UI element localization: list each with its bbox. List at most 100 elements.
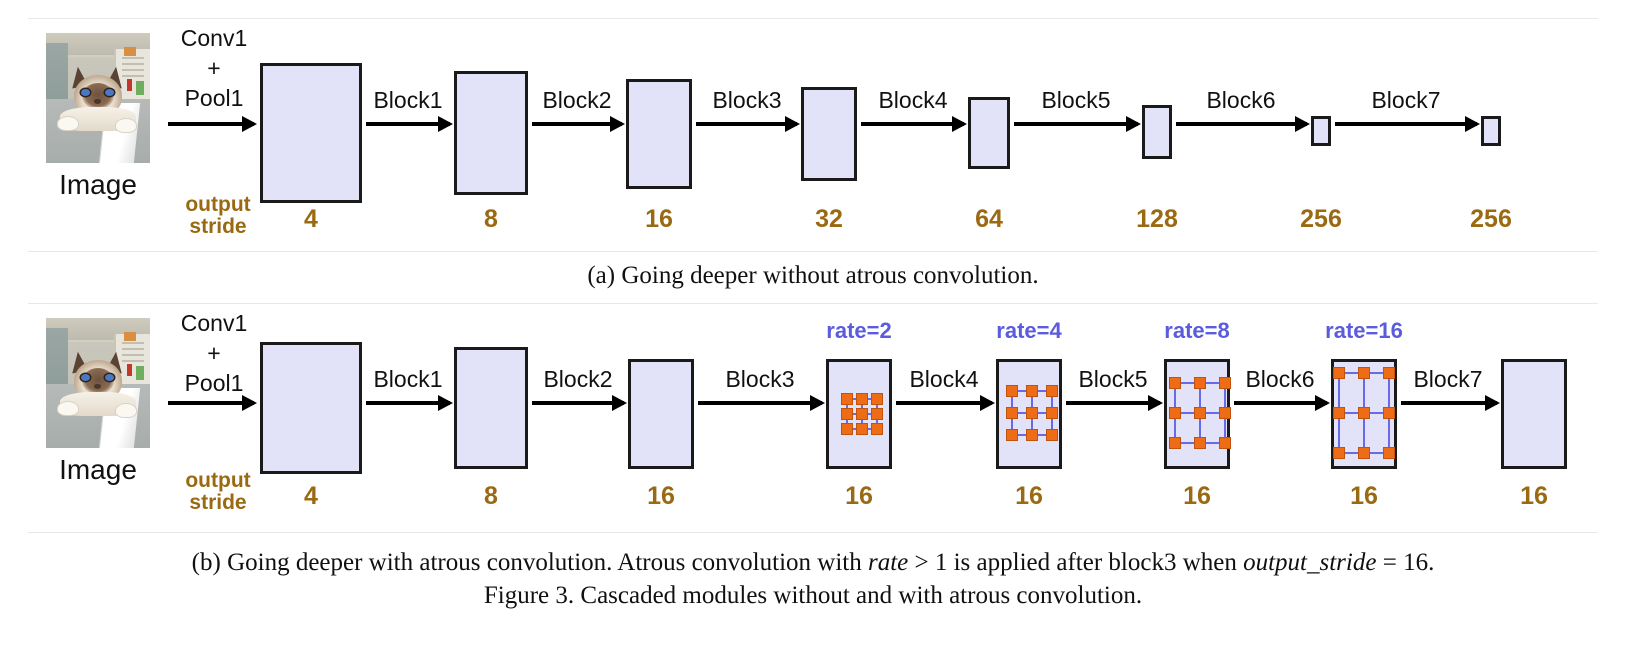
arrow-label-b-block5: Block5 [1078, 366, 1148, 392]
plus-label-a: + [207, 55, 221, 81]
stride-b-1: 4 [304, 482, 318, 510]
image-label-a: Image [59, 169, 137, 200]
arrow-b-1 [366, 401, 450, 405]
arrow-label-b-block4: Block4 [909, 366, 979, 392]
output-stride-line2-b: stride [189, 491, 247, 515]
panel-a-stage: Image Conv1 + Pool1 output stride [28, 19, 1598, 251]
arrow-b-6 [1234, 401, 1327, 405]
panel-a-going-deeper-without-atrous: Image Conv1 + Pool1 output stride [28, 18, 1598, 252]
caption-b-eq: = [1376, 549, 1404, 576]
atrous-kernel-rate2 [842, 394, 882, 434]
stride-a-1: 4 [304, 205, 318, 233]
arrow-label-a-block6: Block6 [1206, 87, 1276, 113]
caption-b-gt: > [908, 549, 935, 576]
stride-b-7: 16 [1350, 482, 1378, 510]
input-image-thumbnail-a [46, 33, 150, 163]
pool1-label-b: Pool1 [184, 370, 244, 396]
rate-label-16: rate=16 [1325, 318, 1403, 343]
feature-box-a-7 [1311, 116, 1331, 146]
output-stride-line1-b: output [185, 469, 251, 492]
stride-a-5: 64 [975, 205, 1003, 233]
conv1-label-b: Conv1 [180, 310, 248, 336]
stride-b-6: 16 [1183, 482, 1211, 510]
arrow-stem-a [168, 122, 254, 126]
arrow-label-a-block3: Block3 [712, 87, 782, 113]
arrow-b-5 [1066, 401, 1160, 405]
image-label-b: Image [59, 454, 137, 485]
arrow-label-b-block2: Block2 [543, 366, 613, 392]
caption-b-period: . [1428, 549, 1435, 576]
stride-a-6: 128 [1136, 205, 1178, 233]
feature-box-a-8 [1481, 116, 1501, 146]
figure-caption: Figure 3. Cascaded modules without and w… [483, 582, 1143, 609]
pool1-label-a: Pool1 [184, 85, 244, 111]
rate-label-4: rate=4 [996, 318, 1062, 343]
stride-b-3: 16 [647, 482, 675, 510]
caption-b: (b) Going deeper with atrous convolution… [0, 549, 1626, 577]
output-stride-line1-a: output [185, 193, 251, 216]
arrow-label-a-block1: Block1 [373, 87, 443, 113]
feature-box-b-5 [996, 359, 1062, 469]
arrow-b-2 [532, 401, 624, 405]
atrous-kernel-rate8 [1170, 378, 1230, 450]
feature-box-b-1 [260, 342, 362, 474]
rate-label-8: rate=8 [1164, 318, 1230, 343]
arrow-a-1 [366, 122, 450, 126]
arrow-b-4 [896, 401, 992, 405]
caption-b-rate-math: rate [867, 549, 909, 576]
arrow-b-7 [1401, 401, 1497, 405]
stride-b-2: 8 [484, 482, 498, 510]
caption-b-output-stride-math: output_stride [1243, 549, 1377, 576]
caption-b-prefix: (b) Going deeper with atrous convolution… [191, 549, 868, 576]
feature-box-a-2 [454, 71, 528, 195]
stride-a-7: 256 [1300, 205, 1342, 233]
input-image-thumbnail-b [46, 318, 150, 448]
rate-label-2: rate=2 [826, 318, 892, 343]
atrous-kernel-rate4 [1007, 386, 1057, 442]
arrow-a-6 [1176, 122, 1307, 126]
output-stride-line2-a: stride [189, 215, 247, 239]
feature-box-b-8 [1501, 359, 1567, 469]
arrow-label-b-block6: Block6 [1245, 366, 1315, 392]
panel-b-going-deeper-with-atrous: Image Conv1 + Pool1 output stride [28, 303, 1598, 533]
stride-a-8: 256 [1470, 205, 1512, 233]
feature-box-a-6 [1142, 105, 1172, 159]
plus-label-b: + [207, 340, 221, 366]
feature-box-a-3 [626, 79, 692, 189]
arrow-label-b-block1: Block1 [373, 366, 443, 392]
arrow-a-7 [1335, 122, 1477, 126]
caption-b-one: 1 [934, 549, 948, 576]
arrow-a-2 [532, 122, 622, 126]
stride-b-5: 16 [1015, 482, 1043, 510]
feature-box-a-1 [260, 63, 362, 203]
arrow-a-3 [696, 122, 797, 126]
stride-a-2: 8 [484, 205, 498, 233]
arrow-label-a-block4: Block4 [878, 87, 948, 113]
arrow-label-b-block3: Block3 [725, 366, 795, 392]
stride-b-4: 16 [845, 482, 873, 510]
arrow-a-5 [1014, 122, 1138, 126]
caption-b-sixteen: 16 [1403, 549, 1429, 576]
arrow-label-b-block7: Block7 [1413, 366, 1483, 392]
feature-box-b-6 [1164, 359, 1230, 469]
arrow-a-4 [861, 122, 964, 126]
conv1-label-a: Conv1 [180, 25, 248, 51]
arrow-b-3 [698, 401, 822, 405]
panel-b-stage: Image Conv1 + Pool1 output stride [28, 304, 1598, 532]
caption-a: (a) Going deeper without atrous convolut… [587, 262, 1039, 289]
arrow-stem-b [168, 401, 254, 405]
feature-box-b-3 [628, 359, 694, 469]
stride-a-3: 16 [645, 205, 673, 233]
stride-a-4: 32 [815, 205, 843, 233]
feature-box-b-2 [454, 347, 528, 469]
arrow-label-a-block2: Block2 [542, 87, 612, 113]
feature-box-b-7 [1331, 359, 1397, 469]
atrous-kernel-rate16 [1334, 368, 1394, 460]
arrow-label-a-block5: Block5 [1041, 87, 1111, 113]
stride-b-8: 16 [1520, 482, 1548, 510]
feature-box-a-4 [801, 87, 857, 181]
caption-b-middle: is applied after block3 when [947, 549, 1244, 576]
arrow-label-a-block7: Block7 [1371, 87, 1441, 113]
feature-box-a-5 [968, 97, 1010, 169]
